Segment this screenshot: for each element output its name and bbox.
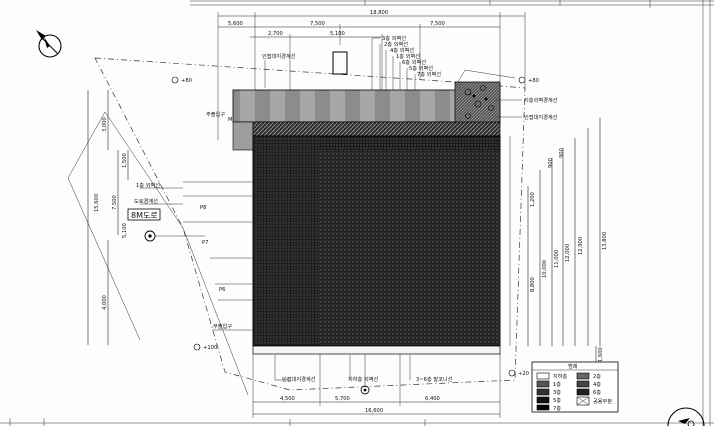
dimension-label: 1,500 (122, 153, 128, 168)
level-marker: +80 (171, 76, 192, 84)
callouts-right: 지층외벽경계선 인접대지경계선 (495, 96, 558, 121)
level-text: +20 (518, 371, 529, 377)
dimension-label: 8,800 (530, 277, 536, 292)
dimension-label: 4,000 (102, 295, 108, 310)
dimension-label: 7,500 (310, 21, 325, 27)
dimension-label: 11,000 (554, 250, 560, 268)
dimension-label: 4,500 (280, 396, 295, 402)
p-mark-text: P7 (202, 240, 208, 246)
main-entry-icon (144, 230, 205, 242)
compass-fragment-icon (667, 407, 705, 426)
legend-title: 범례 (568, 362, 578, 370)
title-block-right (649, 0, 711, 426)
legend-item: 5층 (553, 396, 561, 404)
legend-item: 7층 (553, 404, 561, 412)
callout-adjacent-boundary-right: 인접대지경계선 (524, 113, 558, 121)
main-entry-callout: 주출입구 (206, 110, 225, 118)
title-block-bottom (0, 418, 714, 426)
upper-floor-mass (320, 150, 500, 346)
sub-entry-text: 부출입구 (213, 322, 232, 330)
legend-item: 2층 (593, 372, 601, 380)
callout-1f: 1층 외벽선 (396, 52, 420, 60)
legend-item: 공용부분 (593, 398, 612, 405)
dimension-label: 10,000 (542, 260, 548, 278)
callout-6f: 6층 외벽선 (402, 58, 426, 66)
callout-left-1f: 1층 외벽선 (136, 181, 160, 189)
legend-item: 3층 (553, 388, 561, 396)
callout-4f: 4층 외벽선 (390, 46, 414, 54)
callout-2f: 2층 외벽선 (384, 40, 408, 48)
dimension-label: 7,500 (430, 21, 445, 27)
landscape-trees (464, 85, 494, 119)
legend-item: 6층 (593, 388, 601, 396)
canopy-area (454, 81, 501, 126)
level-text: +100 (203, 345, 217, 351)
legend-item: 1층 (553, 380, 561, 388)
dimension-label: 6,400 (425, 396, 440, 402)
road-label-text: 8M도로 (131, 211, 158, 220)
right-dimensions: 1,200 8,800 10,000 11,000 12,000 12,900 … (509, 118, 608, 366)
dimension-label: 13,800 (602, 232, 608, 250)
legend-item: 4층 (593, 380, 601, 388)
dimension-label: 12,000 (565, 244, 571, 262)
m-mark-text: M (228, 117, 232, 123)
p-mark-text: P8 (200, 205, 206, 211)
road-label: 8M도로 (127, 208, 161, 221)
entry-block (232, 121, 254, 151)
level-marker: +80 (518, 76, 539, 84)
p-mark-text: P6 (219, 287, 225, 293)
legend: 범례 지하층 1층 3층 5층 7층 2층 4층 6층 공용부분 (531, 361, 619, 413)
dimension-label: 7,500 (112, 195, 118, 210)
floor-callouts-top: 3층 외벽선 2층 외벽선 4층 외벽선 1층 외벽선 6층 외벽선 5층 외벽… (262, 34, 441, 92)
callout-adjacent-boundary-bottom: 인접대지경계선 (282, 375, 316, 383)
balcony-band (252, 121, 501, 137)
dimension-label: 2,700 (268, 31, 283, 37)
callout-adjacent-boundary: 인접대지경계선 (262, 52, 296, 60)
top-dimensions: 5,600 18,800 7,500 7,500 2,700 5,100 (217, 10, 526, 140)
dimension-label: 16,600 (365, 408, 383, 414)
level-text: +80 (528, 78, 539, 84)
callout-basement-outline: 지하층 외벽선 (348, 375, 379, 383)
dimension-label: 5,600 (228, 21, 243, 27)
sub-entry-callout: 부출입구 (212, 322, 253, 331)
callout-balcony-line: 3~6층 발코니선 (416, 375, 453, 383)
dimension-label: 12,900 (578, 237, 584, 255)
main-entry-text: 주출입구 (206, 110, 225, 118)
callout-7f: 7층 외벽선 (417, 70, 441, 78)
lower-floor-mass (253, 136, 320, 346)
callout-road-boundary: 도로경계선 (134, 197, 158, 205)
dimension-label: 15,600 (94, 194, 100, 212)
north-arrow-icon (36, 30, 62, 58)
level-marker: +20 (508, 369, 529, 377)
left-dimensions: 15,600 3,000 1,500 7,500 5,100 4,000 (87, 90, 129, 345)
title-block-top (190, 0, 714, 6)
dimension-label: 5,100 (330, 31, 345, 37)
site-boundary (67, 57, 526, 396)
dimension-label: 1,200 (530, 192, 536, 207)
svg-text:900: 900 (559, 148, 565, 158)
podium-strip (252, 345, 501, 355)
dimension-label: 18,800 (370, 10, 388, 16)
svg-text:900: 900 (548, 158, 554, 168)
callout-5f: 5층 외벽선 (409, 64, 433, 72)
dimension-label: 5,100 (122, 223, 128, 238)
dimension-label: 1,600 (598, 347, 604, 362)
dimension-label: 3,000 (102, 117, 108, 132)
callout-basement-wall: 지층외벽경계선 (524, 96, 558, 104)
legend-item: 지하층 (553, 372, 568, 380)
level-marker: +100 (193, 343, 217, 351)
level-text: +80 (181, 78, 192, 84)
left-markers: 1층 외벽선 도로경계선 P8 P7 P6 (134, 181, 253, 301)
callouts-bottom: 인접대지경계선 지하층 외벽선 3~6층 발코니선 (274, 354, 453, 395)
dimension-label: 5,700 (335, 396, 350, 402)
bottom-dimensions: 4,500 5,700 6,400 16,600 (252, 354, 501, 418)
callout-3f: 3층 외벽선 (382, 34, 406, 42)
